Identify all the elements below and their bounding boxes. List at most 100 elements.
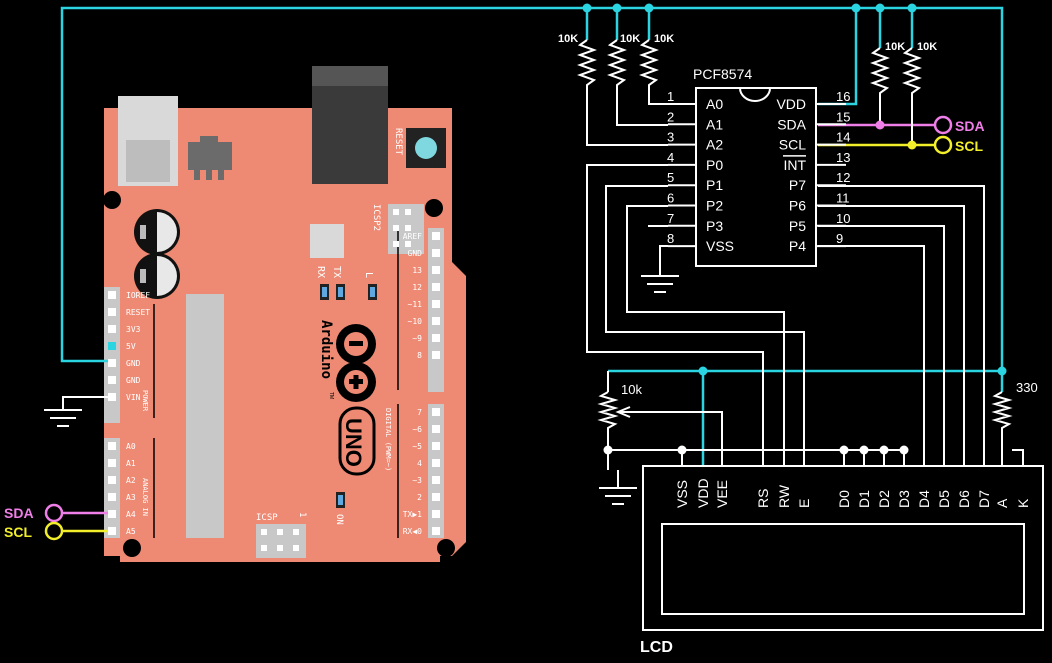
power-pin-label: 5V [126,342,136,351]
power-pin[interactable] [108,342,116,350]
pcf-pin-number: 6 [667,191,674,206]
pcf-pin-number: 11 [836,191,850,206]
analog-header [104,438,120,538]
digital-pin[interactable] [432,527,440,535]
lcd-pin-label: D2 [876,490,892,508]
pcf-pin-number: 16 [836,89,850,104]
top-digital-pin[interactable] [432,300,440,308]
icsp2-label: ICSP2 [371,204,381,231]
digital-pin[interactable] [432,510,440,518]
junctions [582,3,1007,455]
pcf-pin-number: 10 [836,211,850,226]
mount-hole [425,199,443,217]
lcd-screen [661,523,1025,615]
icsp-pin [261,529,267,535]
lcd-pin-label: RW [776,484,792,508]
l-label: L [363,272,374,278]
on-label: ON [334,514,344,525]
top-digital-pin-label: 8 [417,351,422,360]
right-scl-terminal[interactable]: SCL [933,135,983,155]
capacitor-2 [134,253,180,299]
power-pin[interactable] [108,325,116,333]
icsp-label: ICSP [256,513,278,523]
pot-label: 10k [621,382,642,397]
digital-pin-label: ~6 [412,425,422,434]
lcd-pin-label: RS [755,489,771,508]
digital-pin-label: 4 [417,459,422,468]
backlight-resistor-label: 330 [1016,380,1038,395]
lcd-pin-label: K [1015,498,1031,508]
resistor-label: 10K [654,33,674,45]
pcf-pin-name: P5 [789,218,806,234]
top-digital-pin[interactable] [432,351,440,359]
mount-hole [103,191,121,209]
analog-pin[interactable] [108,527,116,535]
lcd-pin-label: D1 [856,490,872,508]
top-digital-pin[interactable] [432,266,440,274]
power-pin[interactable] [108,376,116,384]
lcd-pin-label: D0 [836,490,852,508]
icsp-pin [293,545,299,551]
top-digital-pin-label: ~11 [408,300,423,309]
analog-pin-label: A2 [126,476,136,485]
ground-symbol [599,487,637,505]
pcf-pin-name: SCL [779,137,806,153]
resistor-label: 10K [620,33,640,45]
power-pin[interactable] [108,308,116,316]
top-digital-pin[interactable] [432,249,440,257]
ground-symbol [44,409,82,427]
analog-pin[interactable] [108,510,116,518]
right-sda-terminal[interactable]: SDA [933,115,985,135]
digital-pin[interactable] [432,476,440,484]
lcd-pin-label: D3 [896,490,912,508]
digital-pin[interactable] [432,442,440,450]
icsp-pin [293,529,299,535]
analog-pin-label: A5 [126,527,136,536]
power-pin[interactable] [108,291,116,299]
analog-pin[interactable] [108,476,116,484]
analog-pin-label: A1 [126,459,136,468]
icsp-pin [405,209,411,215]
top-digital-pin[interactable] [432,232,440,240]
digital-pin[interactable] [432,425,440,433]
pcf-pin-name: P0 [706,157,723,173]
left-sda-terminal[interactable]: SDA [4,503,64,523]
digital-pin[interactable] [432,459,440,467]
vcc-wire [60,6,1004,466]
digital-pin[interactable] [432,493,440,501]
top-digital-pin[interactable] [432,317,440,325]
analog-pin[interactable] [108,442,116,450]
pcf-pin-name: A0 [706,96,723,112]
top-digital-pin-label: GND [408,249,423,258]
power-pin-label: IOREF [126,291,150,300]
digital-pin-label: ~5 [412,442,422,451]
icsp-pin [393,225,399,231]
digital-pin-label: 7 [417,408,422,417]
arduino-board: RESET ICSP2 RX TX L Arduino TM [103,66,466,562]
lcd-pin-label: VEE [714,480,730,508]
power-pin[interactable] [108,359,116,367]
arduino-brand: Arduino [318,320,334,379]
analog-header-label: ANALOG IN [141,478,149,516]
pcf-pin-number: 1 [667,89,674,104]
analog-pin[interactable] [108,493,116,501]
pcf-pin-name: P3 [706,218,723,234]
reset-label: RESET [393,128,403,156]
left-scl-terminal[interactable]: SCL [4,521,64,541]
analog-pin-label: A4 [126,510,136,519]
pcf-pin-number: 13 [836,150,850,165]
icsp-pin [405,241,411,247]
tx-label: TX [331,266,342,278]
lcd-pin-label: E [796,499,812,508]
top-digital-pin[interactable] [432,334,440,342]
digital-pin[interactable] [432,408,440,416]
lcd-pin-label: D6 [956,490,972,508]
analog-pin[interactable] [108,459,116,467]
top-digital-pin[interactable] [432,283,440,291]
power-pin[interactable] [108,393,116,401]
power-pin-label: RESET [126,308,150,317]
resistor-label: 10K [917,41,937,53]
